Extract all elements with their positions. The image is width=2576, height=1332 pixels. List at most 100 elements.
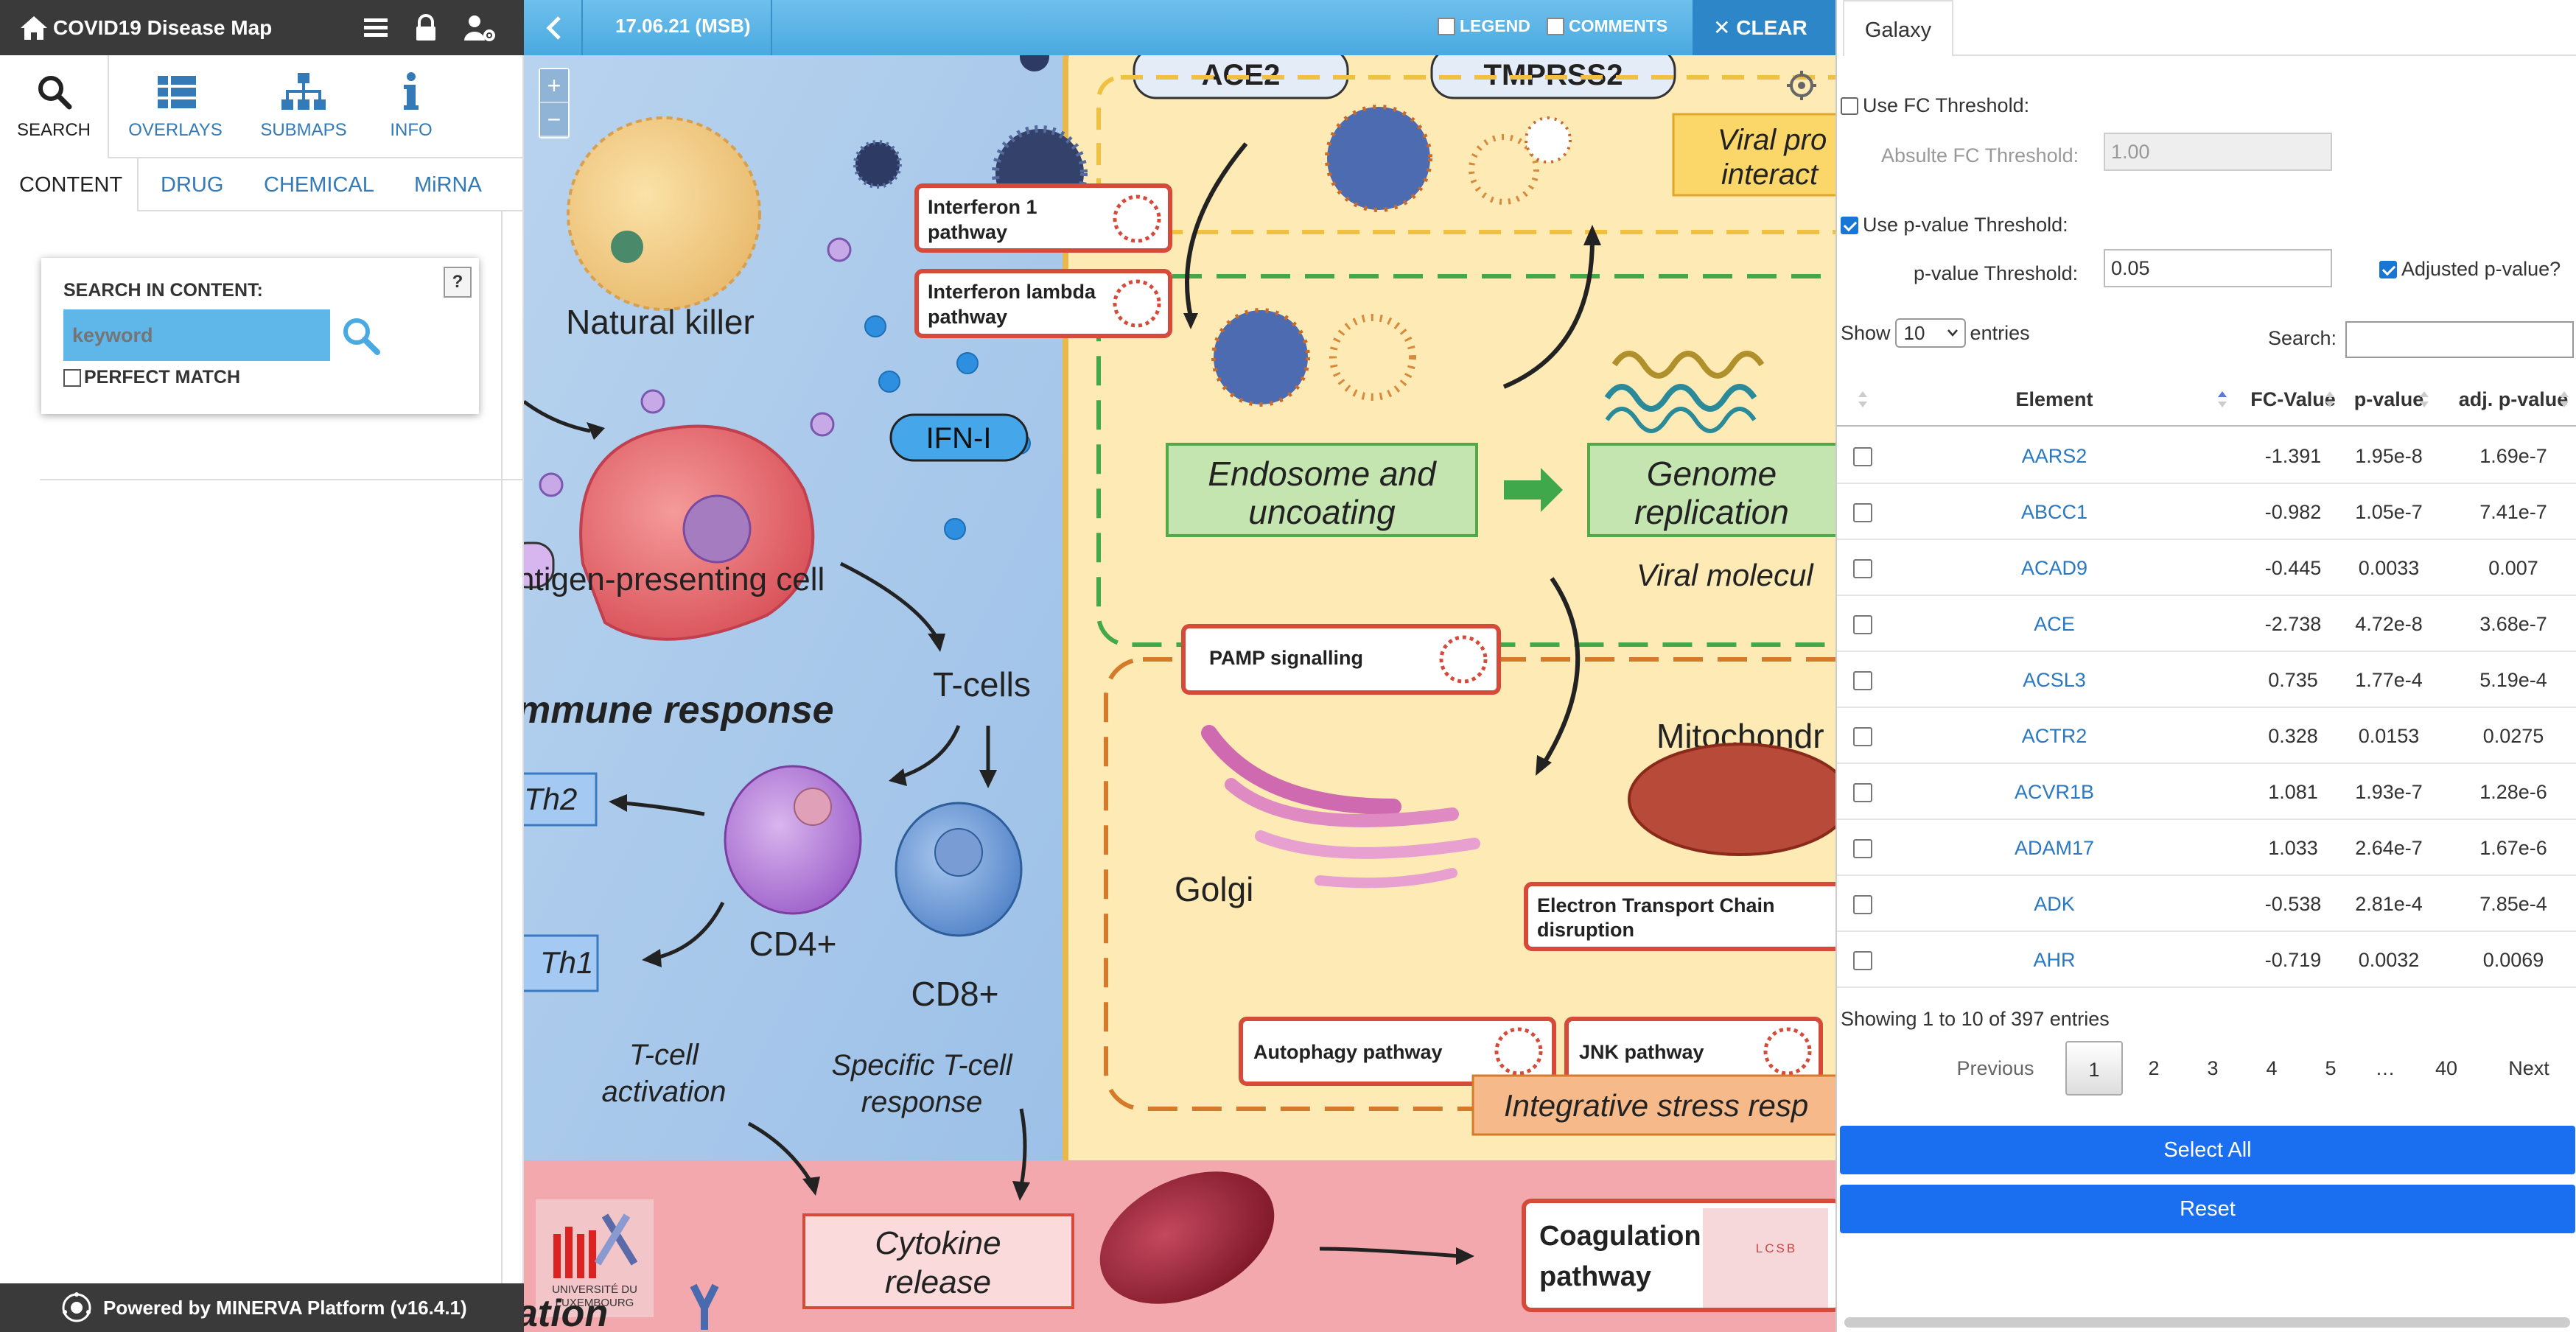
row-checkbox[interactable] bbox=[1853, 839, 1872, 858]
tab-content[interactable]: CONTENT bbox=[0, 158, 139, 211]
label-th1[interactable]: Th1 bbox=[540, 945, 593, 980]
row-checkbox[interactable] bbox=[1853, 447, 1872, 466]
adjusted-p-option[interactable]: Adjusted p-value? bbox=[2379, 258, 2561, 281]
use-p-checkbox[interactable] bbox=[1841, 216, 1858, 234]
zoom-in-button[interactable]: + bbox=[540, 69, 568, 103]
pager-next[interactable]: Next bbox=[2508, 1057, 2549, 1079]
map-version[interactable]: 17.06.21 (MSB) bbox=[615, 15, 751, 37]
use-fc-option[interactable]: Use FC Threshold: bbox=[1841, 94, 2029, 117]
nav-submaps[interactable]: SUBMAPS bbox=[256, 55, 351, 158]
etc-disruption-box[interactable]: Electron Transport Chain disruption bbox=[1524, 882, 1835, 951]
comments-checkbox[interactable] bbox=[1547, 17, 1564, 35]
comments-toggle[interactable]: COMMENTS bbox=[1547, 16, 1667, 36]
perfect-match-option[interactable]: PERFECT MATCH bbox=[63, 367, 240, 388]
pager-previous[interactable]: Previous bbox=[1956, 1057, 2034, 1079]
pager-page-2[interactable]: 2 bbox=[2148, 1057, 2160, 1079]
disease-map-canvas[interactable]: ACE2 TMPRSS2 Viral pro interact bbox=[524, 55, 1835, 1332]
jnk-pathway-box[interactable]: JNK pathway bbox=[1564, 1017, 1823, 1086]
clear-button[interactable]: ✕ CLEAR bbox=[1693, 0, 1835, 55]
row-checkbox[interactable] bbox=[1853, 559, 1872, 578]
element-link[interactable]: ACSL3 bbox=[2023, 669, 2086, 691]
label-ifn[interactable]: IFN-I bbox=[926, 422, 992, 455]
perfect-match-checkbox[interactable] bbox=[63, 368, 81, 387]
menu-icon[interactable] bbox=[361, 13, 391, 43]
label-natural-killer[interactable]: Natural killer bbox=[566, 303, 755, 341]
row-checkbox[interactable] bbox=[1853, 615, 1872, 634]
col-element[interactable]: Element bbox=[2015, 388, 2093, 410]
element-link[interactable]: ACTR2 bbox=[2021, 725, 2087, 747]
abs-fc-input[interactable]: 1.00 bbox=[2104, 133, 2332, 171]
tab-drug[interactable]: DRUG bbox=[161, 173, 224, 197]
horizontal-scrollbar[interactable] bbox=[1844, 1317, 2570, 1328]
label-cd8[interactable]: CD8+ bbox=[911, 975, 999, 1013]
crosshair-icon[interactable] bbox=[1785, 69, 1818, 102]
nav-overlays[interactable]: OVERLAYS bbox=[124, 55, 227, 158]
element-link[interactable]: ADAM17 bbox=[2014, 837, 2095, 859]
row-checkbox[interactable] bbox=[1853, 671, 1872, 690]
lock-icon[interactable] bbox=[411, 13, 441, 43]
sort-asc-icon[interactable] bbox=[2217, 390, 2227, 409]
table-search-input[interactable] bbox=[2345, 321, 2574, 358]
nav-info[interactable]: INFO bbox=[376, 55, 447, 158]
label-antigen-presenting[interactable]: ntigen-presenting cell bbox=[524, 561, 825, 597]
sort-icon[interactable] bbox=[1858, 390, 1868, 409]
use-p-option[interactable]: Use p-value Threshold: bbox=[1841, 214, 2068, 236]
home-icon[interactable] bbox=[19, 15, 49, 41]
pager-page-4[interactable]: 4 bbox=[2266, 1057, 2278, 1079]
map-view[interactable]: ACE2 TMPRSS2 Viral pro interact bbox=[524, 0, 1835, 1332]
search-input[interactable] bbox=[63, 309, 330, 361]
pager-page-5[interactable]: 5 bbox=[2325, 1057, 2337, 1079]
pager-page-40[interactable]: 40 bbox=[2435, 1057, 2458, 1079]
entries-select[interactable]: 10 bbox=[1894, 318, 1966, 348]
col-fc-value[interactable]: FC-Value bbox=[2250, 388, 2336, 410]
reset-button[interactable]: Reset bbox=[1840, 1185, 2575, 1233]
tab-chemical[interactable]: CHEMICAL bbox=[264, 173, 374, 197]
element-link[interactable]: ACE bbox=[2034, 613, 2075, 635]
element-link[interactable]: AHR bbox=[2033, 949, 2076, 971]
row-checkbox[interactable] bbox=[1853, 895, 1872, 914]
search-icon[interactable] bbox=[339, 314, 383, 358]
element-link[interactable]: ACAD9 bbox=[2020, 557, 2088, 579]
legend-checkbox[interactable] bbox=[1438, 17, 1455, 35]
p-threshold-input[interactable]: 0.05 bbox=[2104, 249, 2332, 287]
row-checkbox[interactable] bbox=[1853, 783, 1872, 802]
row-checkbox[interactable] bbox=[1853, 951, 1872, 970]
nav-search[interactable]: SEARCH bbox=[0, 55, 109, 158]
chevron-left-icon[interactable] bbox=[540, 13, 570, 43]
zoom-out-button[interactable]: − bbox=[540, 103, 568, 137]
pamp-signalling-box[interactable]: PAMP signalling bbox=[1181, 624, 1501, 695]
select-all-button[interactable]: Select All bbox=[1840, 1126, 2575, 1174]
use-fc-checkbox[interactable] bbox=[1841, 97, 1858, 115]
user-settings-icon[interactable] bbox=[463, 13, 497, 43]
tab-galaxy[interactable]: Galaxy bbox=[1843, 0, 1953, 56]
element-link[interactable]: ACVR1B bbox=[2014, 781, 2095, 803]
tab-mirna[interactable]: MiRNA bbox=[414, 173, 482, 197]
col-adj-p-value[interactable]: adj. p-value bbox=[2458, 388, 2569, 410]
label-cd4[interactable]: CD4+ bbox=[749, 925, 837, 963]
interferon-lambda-pathway-box[interactable]: Interferon lambda pathway bbox=[914, 269, 1172, 338]
pager-page-1[interactable]: 1 bbox=[2065, 1041, 2123, 1096]
element-link[interactable]: AARS2 bbox=[2021, 445, 2087, 467]
label-genome[interactable]: Genome bbox=[1647, 455, 1777, 493]
label-t-cells[interactable]: T-cells bbox=[933, 665, 1031, 704]
label-th2[interactable]: Th2 bbox=[524, 782, 577, 816]
help-button[interactable]: ? bbox=[444, 267, 472, 298]
legend-toggle[interactable]: LEGEND bbox=[1438, 16, 1530, 36]
autophagy-pathway-box[interactable]: Autophagy pathway bbox=[1239, 1017, 1556, 1086]
col-p-value[interactable]: p-value bbox=[2353, 388, 2424, 410]
cytokine-release-box[interactable] bbox=[802, 1213, 1074, 1309]
label-golgi[interactable]: Golgi bbox=[1175, 870, 1253, 908]
element-link[interactable]: ABCC1 bbox=[2020, 501, 2088, 523]
label-endosome[interactable]: Endosome and bbox=[1208, 455, 1437, 493]
interferon1-pathway-box[interactable]: Interferon 1 pathway bbox=[914, 183, 1172, 253]
row-checkbox[interactable] bbox=[1853, 503, 1872, 522]
